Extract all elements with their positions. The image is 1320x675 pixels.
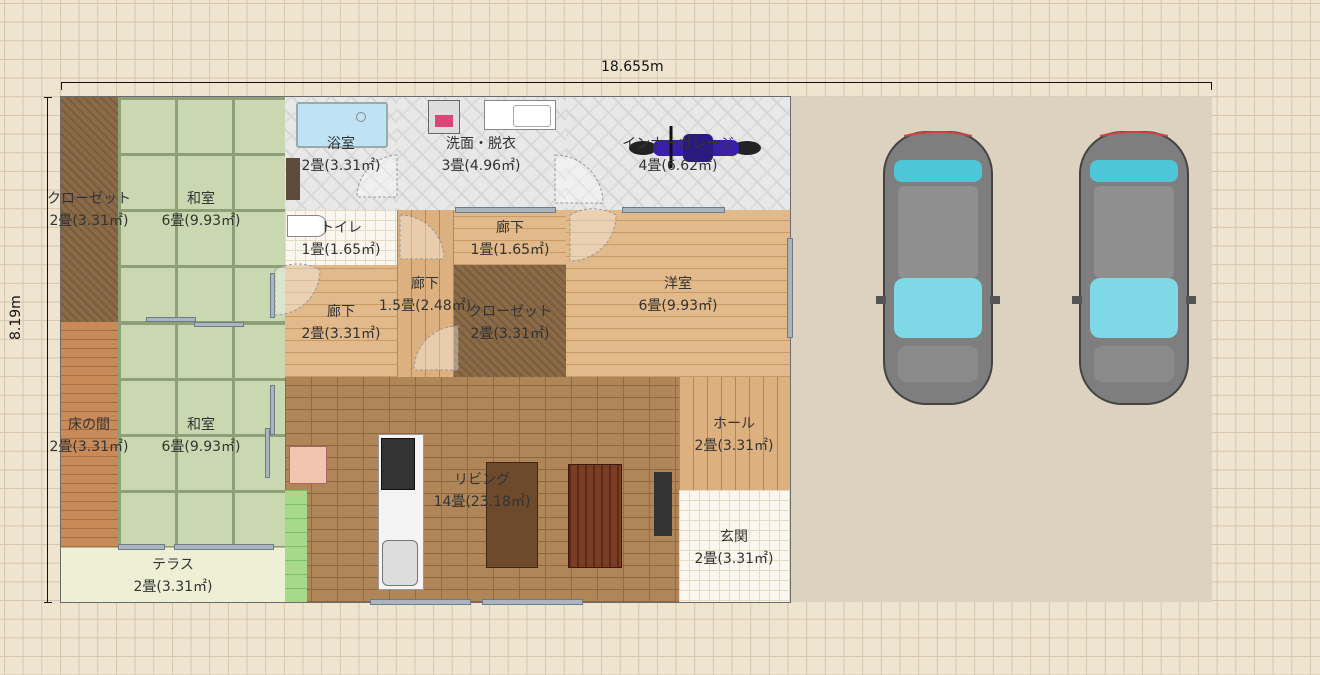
height-dimension-label: 8.19m [8, 295, 24, 340]
toilet-icon [287, 215, 327, 237]
car-icon [1072, 131, 1196, 405]
window[interactable] [146, 317, 196, 322]
window[interactable] [455, 207, 556, 213]
window[interactable] [482, 599, 583, 605]
window[interactable] [270, 385, 275, 435]
hall-small[interactable] [454, 210, 566, 265]
sofa-icon [486, 462, 538, 568]
washitsu-top[interactable] [118, 97, 285, 322]
washitsu-bottom[interactable] [118, 322, 285, 547]
height-dimension-line [47, 97, 48, 602]
bath-faucet-icon [286, 158, 300, 200]
kitchen-sink-icon [382, 540, 418, 586]
window[interactable] [194, 322, 244, 327]
terrace[interactable] [61, 547, 285, 602]
wash[interactable] [397, 97, 566, 210]
car-icon [876, 131, 1000, 405]
closet-left[interactable] [61, 97, 118, 322]
width-dimension-label: 18.655m [601, 59, 664, 75]
window[interactable] [270, 273, 275, 318]
height-dimension-tick-top [44, 97, 52, 98]
window[interactable] [265, 428, 270, 478]
window[interactable] [174, 544, 274, 550]
genkan[interactable] [679, 490, 790, 602]
window[interactable] [787, 238, 793, 338]
kitchen-counter-green [285, 490, 307, 602]
hall-left[interactable] [285, 265, 397, 377]
washing-machine-icon [428, 100, 460, 134]
toilet[interactable] [285, 210, 397, 265]
sink-icon [484, 100, 556, 130]
closet-center[interactable] [454, 265, 566, 377]
width-dimension-tick-left [61, 82, 62, 90]
height-dimension-tick-bottom [44, 602, 52, 603]
width-dimension-tick-right [1211, 82, 1212, 90]
window[interactable] [370, 599, 471, 605]
chair-icon [289, 446, 327, 484]
tv-icon [654, 472, 672, 536]
stove-icon [381, 438, 415, 490]
bathtub-icon [296, 102, 388, 148]
window[interactable] [118, 544, 165, 550]
tokonoma[interactable] [61, 322, 118, 547]
entrance-hall[interactable] [679, 377, 790, 490]
western-room[interactable] [566, 210, 790, 377]
motorcycle-icon [629, 126, 761, 168]
dining-table-icon [568, 464, 622, 568]
width-dimension-line [61, 82, 1211, 83]
window[interactable] [622, 207, 725, 213]
